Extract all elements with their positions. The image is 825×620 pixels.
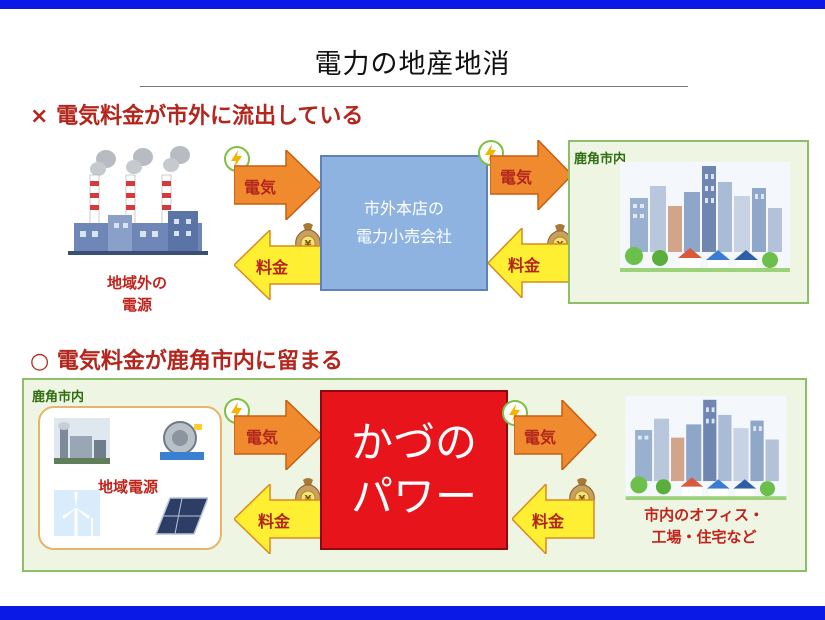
page-title: 電力の地産地消 — [314, 49, 511, 80]
electricity-arrow-right — [234, 400, 324, 470]
section-heading-retained: ○ 電気料金が鹿角市内に留まる — [30, 349, 343, 374]
fee-arrow-left — [488, 228, 571, 298]
city-area-label: 鹿角市内 — [574, 152, 627, 167]
local-consumers-line1: 市内のオフィス・ — [644, 506, 764, 524]
solar-panel-icon — [154, 497, 208, 535]
fee-arrow-left — [234, 484, 323, 554]
power-plant-icon — [54, 418, 110, 464]
bottom-bar — [0, 606, 825, 620]
fee-label: 料金 — [258, 512, 291, 531]
outside-source-label-line2: 電源 — [121, 296, 152, 314]
outside-retailer-line2: 電力小売会社 — [355, 227, 452, 246]
fee-label: 料金 — [532, 512, 565, 531]
electricity-label: 電気 — [500, 168, 533, 187]
factory-icon — [68, 146, 208, 255]
section-heading-outflow: × 電気料金が市外に流出している — [30, 104, 364, 129]
wind-turbine-icon — [54, 490, 100, 536]
title-divider — [140, 86, 688, 87]
electricity-label: 電気 — [246, 428, 279, 447]
city-buildings-icon — [620, 162, 790, 272]
electricity-arrow-right — [490, 140, 574, 210]
electricity-arrow-right — [234, 150, 324, 220]
outside-source-label-line1: 地域外の — [106, 274, 167, 292]
fee-label: 料金 — [256, 258, 289, 277]
region-area-label: 鹿角市内 — [32, 390, 85, 405]
top-bar — [0, 0, 825, 9]
local-retailer-line2: パワー — [350, 472, 477, 521]
outside-retailer-line1: 市外本店の — [363, 199, 444, 218]
outside-source-label: 地域外の 電源 — [62, 272, 212, 316]
svg-text:¥: ¥ — [305, 239, 312, 250]
local-retailer-line1: かづの — [350, 418, 477, 467]
electricity-label: 電気 — [244, 178, 277, 197]
electricity-arrow-right — [514, 400, 598, 470]
fee-label: 料金 — [508, 256, 541, 275]
electricity-label: 電気 — [524, 428, 557, 447]
local-source-label: 地域電源 — [97, 478, 158, 496]
local-consumers-line2: 工場・住宅など — [651, 528, 757, 546]
fee-arrow-left — [234, 230, 323, 300]
city-buildings-icon — [625, 396, 787, 500]
turbine-icon — [160, 421, 204, 460]
local-retailer-box: かづの パワー — [320, 390, 508, 550]
local-consumers-label: 市内のオフィス・ 工場・住宅など — [606, 504, 802, 548]
outside-retailer-box: 市外本店の 電力小売会社 — [320, 155, 488, 291]
fee-arrow-left — [512, 484, 595, 554]
